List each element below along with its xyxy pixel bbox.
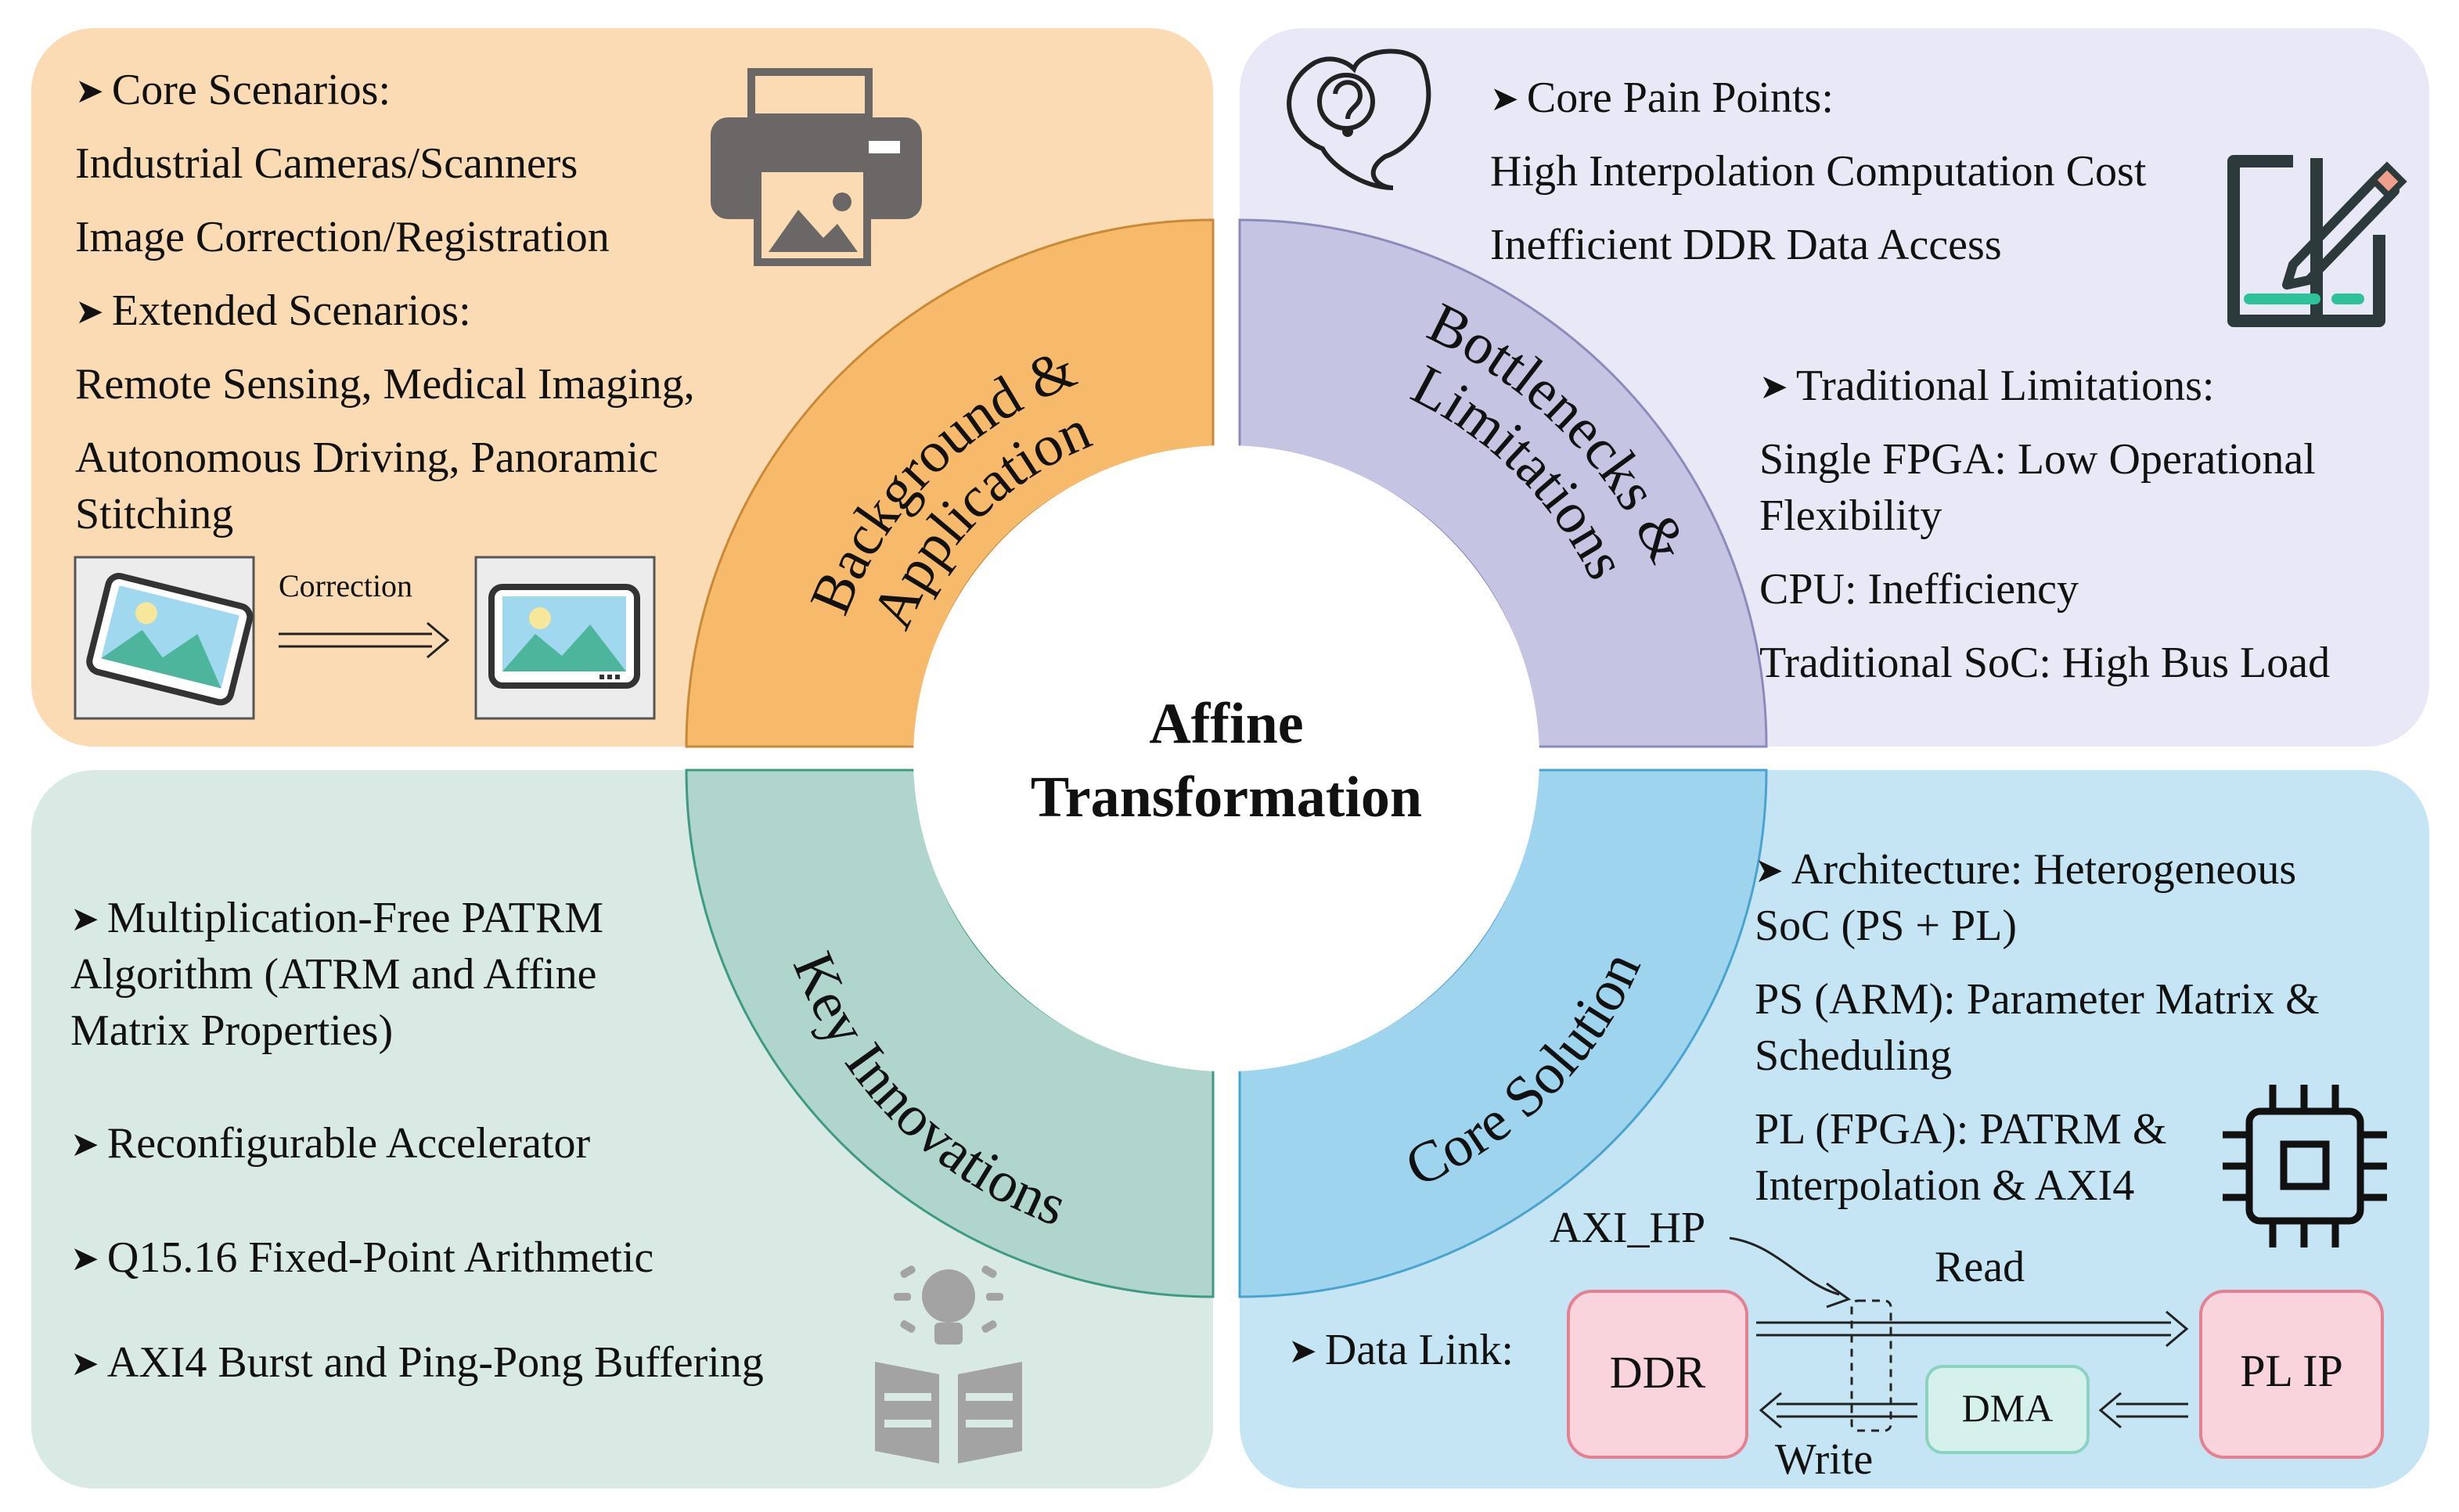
- bullet-arrow-icon: ➤: [70, 1345, 99, 1383]
- innovation-item-4: ➤AXI4 Burst and Ping-Pong Buffering: [70, 1338, 764, 1387]
- center-title-line2: Transformation: [1030, 765, 1423, 830]
- innovation-item-1-line-2: Algorithm (ATRM and Affine: [70, 950, 597, 999]
- innovation-item-1-line-3: Matrix Properties): [70, 1006, 394, 1055]
- core-scenarios-heading: ➤Core Scenarios:: [75, 66, 391, 114]
- bullet-arrow-icon: ➤: [75, 72, 104, 110]
- center-circle: [913, 445, 1539, 1071]
- limitations-heading: ➤Traditional Limitations:: [1759, 362, 2215, 410]
- ps-line-1: PS (ARM): Parameter Matrix &: [1755, 975, 2320, 1024]
- write-label: Write: [1775, 1435, 1874, 1484]
- limit-line-2: Flexibility: [1759, 491, 1942, 540]
- extended-line-3: Stitching: [75, 490, 234, 538]
- axi-hp-port: [1850, 1299, 1892, 1432]
- bullet-arrow-icon: ➤: [70, 1240, 99, 1278]
- read-label: Read: [1935, 1243, 2025, 1291]
- center-title: Affine Transformation: [909, 687, 1543, 834]
- extended-line-1: Remote Sensing, Medical Imaging,: [75, 360, 695, 409]
- pain-item-2: Inefficient DDR Data Access: [1490, 221, 2002, 269]
- core-item-2: Image Correction/Registration: [75, 213, 610, 261]
- bullet-arrow-icon: ➤: [1755, 851, 1784, 890]
- dma-box: [1925, 1365, 2090, 1454]
- innovation-item-3: ➤Q15.16 Fixed-Point Arithmetic: [70, 1233, 654, 1282]
- correction-arrow: [279, 621, 450, 659]
- question-bubble-icon: [1287, 49, 1431, 190]
- axi-hp-label: AXI_HP: [1550, 1204, 1706, 1252]
- correction-label: Correction: [279, 568, 413, 603]
- bullet-arrow-icon: ➤: [75, 293, 104, 331]
- bullet-arrow-icon: ➤: [70, 1125, 99, 1164]
- innovation-item-1: ➤Multiplication-Free PATRM: [70, 894, 604, 942]
- ddr-box: [1567, 1290, 1748, 1459]
- pl-ip-label: PL IP: [2240, 1345, 2343, 1396]
- pl-ip-box: [2199, 1290, 2384, 1459]
- pl-line-1: PL (FPGA): PATRM &: [1755, 1105, 2167, 1154]
- lightbulb-book-icon: [875, 1265, 1022, 1463]
- bullet-arrow-icon: ➤: [1490, 80, 1519, 118]
- read-arrow: [1756, 1310, 2189, 1348]
- center-title-line1: Affine: [1149, 692, 1304, 756]
- bullet-arrow-icon: ➤: [1288, 1332, 1317, 1370]
- bullet-arrow-icon: ➤: [70, 900, 99, 938]
- ddr-label: DDR: [1609, 1347, 1706, 1398]
- limit-line-1: Single FPGA: Low Operational: [1759, 435, 2316, 484]
- extended-line-2: Autonomous Driving, Panoramic: [75, 434, 659, 482]
- axi-hp-pointer: [1729, 1237, 1840, 1296]
- write-arrow: [1759, 1391, 2188, 1429]
- innovation-item-2: ➤Reconfigurable Accelerator: [70, 1119, 591, 1168]
- printer-icon: [711, 68, 922, 266]
- architecture-line-2: SoC (PS + PL): [1755, 902, 2018, 950]
- pain-item-1: High Interpolation Computation Cost: [1490, 147, 2147, 196]
- data-link-label: ➤Data Link:: [1288, 1326, 1514, 1374]
- dma-label: DMA: [1961, 1386, 2054, 1430]
- tablet-image-icon: [74, 556, 656, 720]
- chip-icon: [2223, 1085, 2387, 1247]
- limit-line-4: Traditional SoC: High Bus Load: [1759, 639, 2331, 687]
- extended-scenarios-heading: ➤Extended Scenarios:: [75, 286, 471, 335]
- bullet-arrow-icon: ➤: [1759, 368, 1788, 406]
- pain-points-heading: ➤Core Pain Points:: [1490, 74, 1834, 122]
- architecture-line-1: ➤Architecture: Heterogeneous: [1755, 845, 2297, 894]
- limit-line-3: CPU: Inefficiency: [1759, 565, 2079, 614]
- edit-icon: [2227, 155, 2407, 327]
- core-item-1: Industrial Cameras/Scanners: [75, 139, 578, 188]
- pl-line-2: Interpolation & AXI4: [1755, 1161, 2135, 1210]
- ps-line-2: Scheduling: [1755, 1031, 1952, 1080]
